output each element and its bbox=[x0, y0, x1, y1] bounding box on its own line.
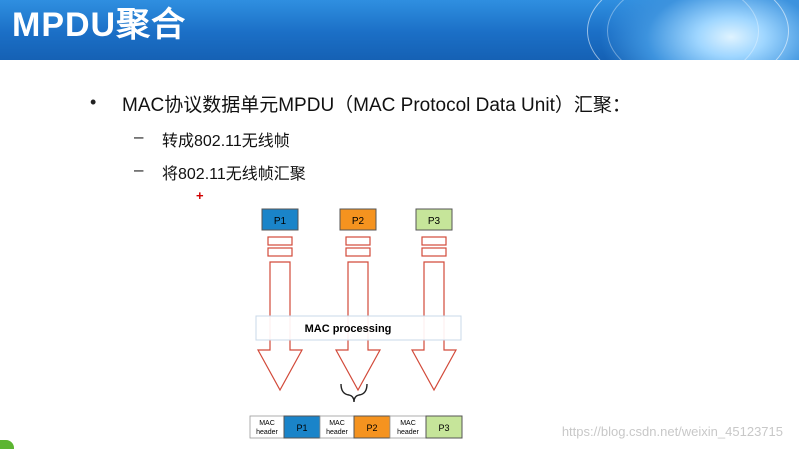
globe-arc bbox=[587, 0, 789, 60]
frame-p2-label: P2 bbox=[366, 423, 377, 433]
frame-p1-label: P1 bbox=[296, 423, 307, 433]
bullet-icon: • bbox=[90, 92, 97, 112]
mac-header-2-line1: MAC bbox=[329, 420, 345, 427]
mac-header-1-line2: header bbox=[256, 429, 278, 436]
mac-header-2-line2: header bbox=[326, 429, 348, 436]
packet-p3-top: P3 bbox=[415, 208, 453, 231]
red-plus-marker: + bbox=[196, 188, 204, 203]
dash-icon: – bbox=[134, 160, 144, 179]
frame-p3-label: P3 bbox=[438, 423, 449, 433]
dash-icon: – bbox=[134, 127, 144, 146]
slide-title: MPDU聚合 bbox=[12, 6, 187, 44]
arrow-3 bbox=[410, 236, 458, 392]
packet-p2-label: P2 bbox=[352, 216, 365, 227]
arrow-1 bbox=[256, 236, 304, 392]
sub-item-1: 转成802.11无线帧 bbox=[162, 133, 290, 150]
mac-header-3-line1: MAC bbox=[400, 420, 416, 427]
mac-header-1-line1: MAC bbox=[259, 420, 275, 427]
packet-p1-label: P1 bbox=[274, 216, 287, 227]
watermark-url: https://blog.csdn.net/weixin_45123715 bbox=[561, 424, 783, 439]
sub-item-2: 将802.11无线帧汇聚 bbox=[162, 166, 306, 183]
main-bullet-text: MAC协议数据单元MPDU（MAC Protocol Data Unit）汇聚： bbox=[122, 95, 631, 116]
aggregation-brace-icon bbox=[340, 383, 368, 403]
packet-p1-top: P1 bbox=[261, 208, 299, 231]
aggregated-frame: MAC header P1 MAC header P2 MAC header P… bbox=[249, 415, 463, 439]
globe-arc-inner bbox=[607, 0, 759, 60]
title-bar: MPDU聚合 bbox=[0, 0, 799, 60]
mac-processing-band: MAC processing bbox=[255, 315, 462, 341]
packet-p3-label: P3 bbox=[428, 216, 441, 227]
packet-p2-top: P2 bbox=[339, 208, 377, 231]
arrow-2 bbox=[334, 236, 382, 392]
mac-header-3-line2: header bbox=[397, 429, 419, 436]
mac-processing-label: MAC processing bbox=[305, 323, 392, 335]
corner-leaf-decoration bbox=[0, 440, 14, 449]
